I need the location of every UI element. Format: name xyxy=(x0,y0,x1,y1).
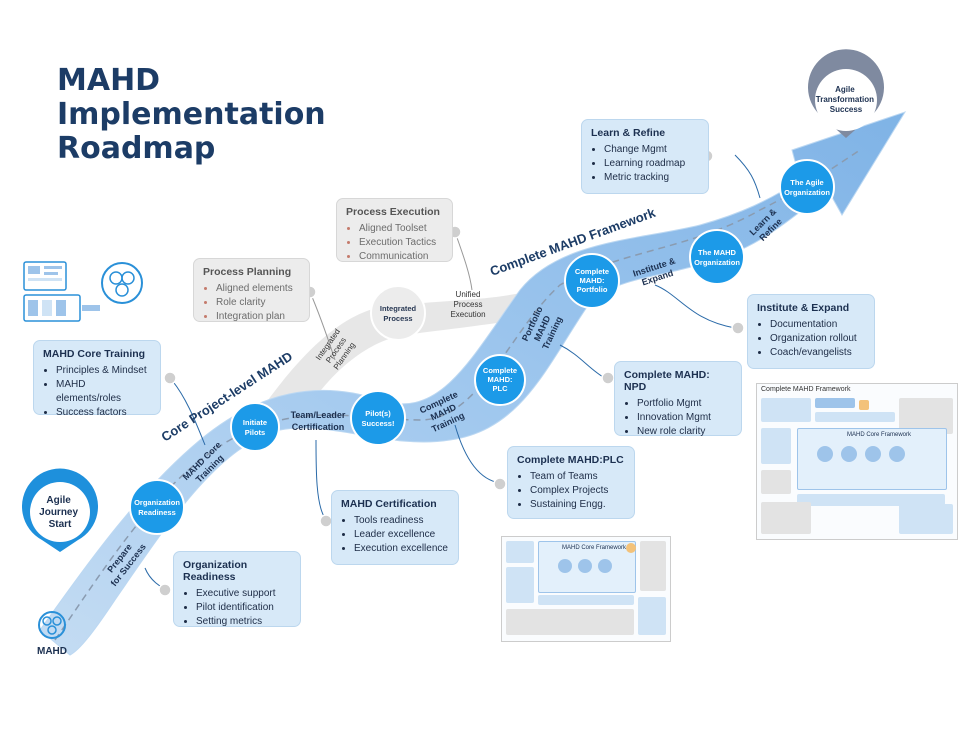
box-core-training-title: MAHD Core Training xyxy=(43,348,146,360)
list-item: Change Mgmt xyxy=(604,143,699,157)
svg-text:Pilot(s)Success!: Pilot(s)Success! xyxy=(362,409,395,428)
svg-text:CompleteMAHD:Portfolio: CompleteMAHD:Portfolio xyxy=(575,267,609,294)
list-item: Principles & Mindset xyxy=(56,364,151,378)
box-process-planning: Process Planning Aligned elements Role c… xyxy=(193,258,310,322)
road-centerline xyxy=(54,149,861,641)
finish-line-1: Agile xyxy=(835,85,855,94)
framework-thumbnail-panel: MAHD Core Framework xyxy=(847,432,912,438)
dot-org-readiness xyxy=(158,583,172,597)
list-item: Execution excellence xyxy=(354,542,449,556)
list-item: Complex Projects xyxy=(530,484,625,498)
box-org-readiness: Organization Readiness Executive support… xyxy=(173,551,301,627)
title-line-3: Roadmap xyxy=(57,131,216,166)
connector-process-planning xyxy=(309,291,336,361)
list-item: Portfolio Mgmt xyxy=(637,397,732,411)
core-thumbnail-panel: MAHD Core Framework xyxy=(562,545,627,551)
connector-certification xyxy=(315,439,326,519)
list-item: Success factors xyxy=(56,406,151,420)
list-item: Role clarity xyxy=(216,296,300,310)
mahd-logo: MAHD xyxy=(37,611,67,657)
box-plc-title: Complete MAHD:PLC xyxy=(517,454,624,466)
start-line-1: Agile xyxy=(46,495,71,506)
svg-text:Agile Transformation: Agile Transformation Success xyxy=(816,85,876,114)
list-item: Aligned Toolset xyxy=(359,222,443,236)
finish-line-2: Transformation xyxy=(816,95,874,104)
title-line-2: Implementation xyxy=(57,97,326,132)
list-item: Innovation Mgmt xyxy=(637,411,732,425)
list-item: Sustaining Engg. xyxy=(530,498,625,512)
box-org-readiness-title: Organization Readiness xyxy=(183,559,248,583)
milestone-pilot-success: Pilot(s)Success! xyxy=(350,390,406,446)
svg-text:MAHD: MAHD xyxy=(37,646,67,657)
box-learn-refine-title: Learn & Refine xyxy=(591,127,666,139)
list-item: New role clarity xyxy=(637,425,732,439)
box-institute-expand: Institute & Expand Documentation Organiz… xyxy=(747,294,875,369)
list-item: Tools readiness xyxy=(354,514,449,528)
list-item: Communication xyxy=(359,250,443,264)
list-item: Organization rollout xyxy=(770,332,865,346)
svg-text:Agile Journey Star: Agile Journey Start xyxy=(39,495,81,530)
box-plc: Complete MAHD:PLC Team of Teams Complex … xyxy=(507,446,635,519)
list-item: Leader excellence xyxy=(354,528,449,542)
process-road xyxy=(268,292,530,420)
box-certification: MAHD Certification Tools readiness Leade… xyxy=(331,490,459,565)
list-item: Setting metrics xyxy=(196,615,291,629)
list-item: Integration plan xyxy=(216,310,300,324)
list-item: Team of Teams xyxy=(530,470,625,484)
svg-text:IntegratedProcess: IntegratedProcess xyxy=(380,304,417,323)
page-title: MAHD Implementation Roadmap xyxy=(57,64,326,166)
title-line-1: MAHD xyxy=(57,63,161,98)
list-item: Aligned elements xyxy=(216,282,300,296)
box-npd: Complete MAHD: NPD Portfolio Mgmt Innova… xyxy=(614,361,742,439)
framework-thumbnail: Complete MAHD Framework MAHD Core Framew… xyxy=(756,383,958,540)
box-learn-refine: Learn & Refine Change Mgmt Learning road… xyxy=(581,119,709,194)
connector-institute xyxy=(654,284,736,329)
box-certification-title: MAHD Certification xyxy=(341,498,437,510)
svg-text:CompleteMAHD:PLC: CompleteMAHD:PLC xyxy=(483,366,517,393)
start-line-3: Start xyxy=(49,519,72,530)
box-core-training: MAHD Core Training Principles & Mindset … xyxy=(33,340,161,418)
dot-core-training xyxy=(163,371,177,385)
list-item: MAHD elements/roles xyxy=(56,378,151,406)
core-thumbnail: MAHD Core Framework xyxy=(501,536,671,642)
list-item: Documentation xyxy=(770,318,865,332)
dot-institute xyxy=(731,321,745,335)
list-item: Pilot identification xyxy=(196,601,291,615)
box-institute-expand-title: Institute & Expand xyxy=(757,302,850,314)
dot-plc xyxy=(493,477,507,491)
box-npd-title: Complete MAHD: NPD xyxy=(624,369,710,393)
process-illustration-icon xyxy=(20,258,145,326)
start-line-2: Journey xyxy=(39,507,78,518)
box-process-execution-title: Process Execution xyxy=(346,206,440,218)
connector-learn xyxy=(734,154,761,199)
list-item: Metric tracking xyxy=(604,171,699,185)
framework-thumbnail-caption: Complete MAHD Framework xyxy=(761,386,851,393)
finish-line-3: Success xyxy=(830,105,863,114)
connector-process-execution xyxy=(454,231,473,291)
finish-pin: Agile Transformation Success xyxy=(808,49,884,138)
list-item: Learning roadmap xyxy=(604,157,699,171)
list-item: Coach/evangelists xyxy=(770,346,865,360)
box-process-execution: Process Execution Aligned Toolset Execut… xyxy=(336,198,453,262)
connector-npd xyxy=(559,344,606,379)
dot-npd xyxy=(601,371,615,385)
start-pin: Agile Journey Start xyxy=(22,468,99,552)
box-process-planning-title: Process Planning xyxy=(203,266,292,278)
list-item: Execution Tactics xyxy=(359,236,443,250)
list-item: Executive support xyxy=(196,587,291,601)
